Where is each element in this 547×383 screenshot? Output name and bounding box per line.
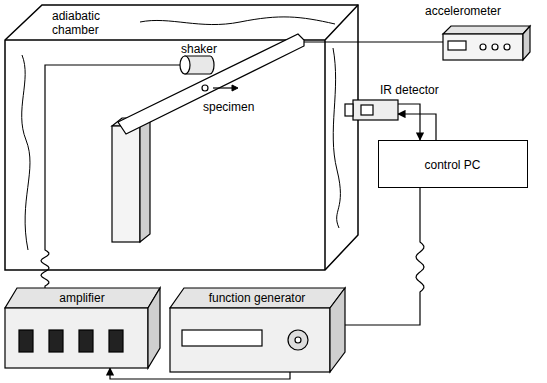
clamp-front (112, 126, 140, 242)
generator-knob (288, 330, 308, 350)
node-label: amplifier (59, 291, 104, 305)
shaker-node-shape (180, 56, 214, 74)
pc-box: control PC (378, 140, 528, 188)
chamber-outline (5, 5, 358, 270)
device-side (148, 288, 160, 368)
device-top (5, 288, 160, 308)
node-label: IR detector (380, 83, 439, 97)
amplifier-box: amplifier (5, 288, 160, 368)
detector-node-shape (345, 98, 398, 122)
node-label: control PC (424, 158, 480, 172)
cutaway-line (22, 55, 30, 250)
chamber-edges (5, 5, 358, 270)
node-label: accelerometer (425, 4, 501, 18)
device-display (448, 41, 466, 50)
measure-point (202, 85, 208, 91)
accelerometer-node-shape (443, 26, 530, 60)
amplifier-button (79, 330, 93, 352)
amplifier-button (19, 330, 33, 352)
node-label: shaker (181, 42, 217, 56)
device-top (443, 26, 530, 34)
device-front (5, 308, 148, 368)
motion-arrow-head (232, 85, 238, 91)
cutaway-line (140, 17, 335, 25)
signal-wire (398, 104, 420, 140)
detector-lens (345, 104, 353, 116)
device-side (523, 26, 530, 60)
device-knob (492, 44, 498, 50)
device-knob (480, 44, 486, 50)
device-side (330, 288, 345, 372)
node-label: function generator (209, 291, 306, 305)
shaker-end (180, 56, 190, 74)
node-label: specimen (203, 100, 254, 114)
detector-node: IR detector (345, 98, 398, 122)
accelerometer-node: accelerometer (443, 26, 530, 60)
node-label: adiabatic chamber (52, 9, 116, 37)
cutaway-line (333, 48, 340, 228)
chamber-box: adiabatic chamber shaker specimen (5, 5, 360, 272)
signal-wire (345, 188, 424, 325)
shaker-node: shaker (180, 56, 214, 74)
device-knob (504, 44, 510, 50)
motion-arrow (213, 87, 233, 88)
generator-knob-center (295, 337, 301, 343)
amplifier-button (109, 330, 123, 352)
specimen-beam (118, 34, 304, 134)
clamp-side (140, 118, 150, 242)
signal-wire (398, 114, 436, 140)
device-top (170, 288, 345, 308)
detector-body (353, 100, 398, 120)
detector-panel (361, 105, 373, 115)
device-front (170, 308, 330, 372)
device-front (443, 34, 523, 60)
generator-box: function generator (170, 288, 345, 372)
amplifier-button (49, 330, 63, 352)
generator-display (182, 330, 262, 346)
signal-wire (41, 65, 180, 288)
